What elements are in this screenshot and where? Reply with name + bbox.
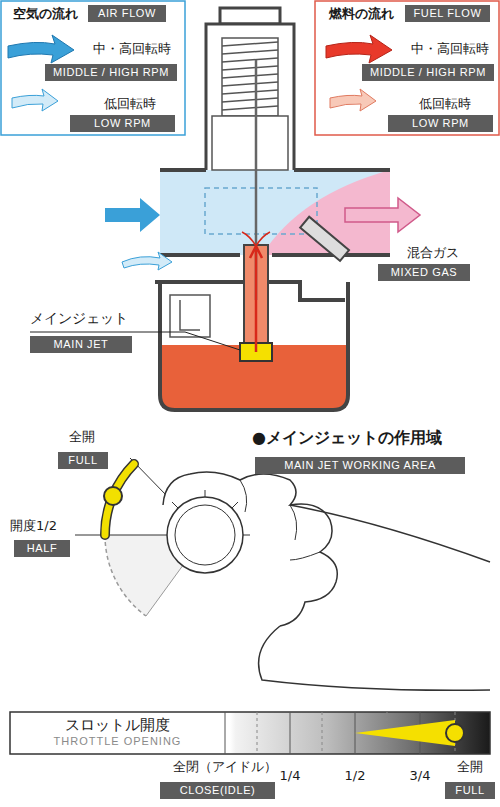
- label-tag: MAIN JET WORKING AREA: [255, 457, 465, 474]
- label-tag: FUEL FLOW: [405, 5, 490, 22]
- carburetor-body: [155, 170, 390, 410]
- slide-housing: [222, 38, 278, 116]
- throttle-scale: [355, 720, 455, 746]
- hand-illustration: [290, 505, 490, 562]
- legend-arrow: [12, 89, 58, 111]
- legend-text: 低回転時: [90, 95, 170, 113]
- hand-illustration: [175, 505, 235, 565]
- carburetor-body: [160, 253, 390, 257]
- hand-illustration: [240, 480, 320, 560]
- carburetor-body: [300, 217, 349, 261]
- legend-arrow: [326, 35, 392, 63]
- legend-frame: [315, 1, 499, 135]
- label-text: 1/4: [270, 768, 310, 783]
- label-text: 1/2: [335, 768, 375, 783]
- label-tag: MAIN JET: [30, 336, 132, 353]
- slide-housing: [206, 24, 294, 170]
- label-tag: MIDDLE / HIGH RPM: [45, 64, 177, 81]
- flow-arrow: [345, 198, 420, 232]
- throttle-scale: [10, 712, 490, 754]
- legend-text: 中・高回転時: [82, 40, 182, 58]
- throttle-band: スロットル開度THROTTLE OPENING: [10, 712, 490, 754]
- throttle-scale: [225, 712, 420, 754]
- legend-arrow: [330, 89, 376, 111]
- band-title: スロットル開度: [10, 716, 225, 735]
- hand-illustration: [104, 487, 122, 505]
- needle-jet: [242, 232, 270, 246]
- label-text: 全開: [60, 428, 104, 446]
- hand-illustration: [163, 472, 337, 626]
- carburetor-body: [160, 168, 390, 172]
- throttle-scale: [10, 712, 490, 754]
- legend-text: 中・高回転時: [400, 40, 500, 58]
- label-tag: AIR FLOW: [88, 5, 166, 22]
- hand-illustration: [105, 535, 146, 616]
- flow-arrow: [122, 252, 172, 270]
- label-text: 3/4: [400, 768, 440, 783]
- label-tag: MIDDLE / HIGH RPM: [362, 64, 494, 81]
- label-tag: LOW RPM: [388, 115, 493, 132]
- label-text: 空気の流れ: [4, 5, 86, 23]
- legend-arrow: [8, 35, 74, 63]
- needle-jet: [240, 60, 272, 361]
- label-tag: MIXED GAS: [378, 264, 470, 281]
- hand-illustration: [167, 497, 243, 573]
- hand-illustration: [172, 490, 250, 535]
- label-text: ●メインジェットの作用域: [252, 428, 498, 449]
- label-text: 燃料の流れ: [320, 5, 402, 23]
- label-text: 開度1/2: [10, 517, 90, 535]
- label-text: メインジェット: [30, 310, 150, 328]
- label-tag: HALF: [14, 540, 70, 557]
- hand-illustration: [75, 458, 490, 690]
- carburetor-body: [170, 295, 210, 337]
- label-text: 全開: [446, 758, 494, 776]
- hand-illustration: [105, 464, 134, 535]
- legend-arrow: [8, 35, 392, 111]
- label-text: 混合ガス: [388, 244, 478, 262]
- legend-frame: [1, 1, 185, 135]
- throttle-scale: [257, 712, 455, 754]
- slide-housing: [220, 8, 280, 24]
- band-subtitle: THROTTLE OPENING: [10, 735, 225, 747]
- slide-housing: [212, 116, 288, 170]
- slide-housing: [206, 8, 294, 170]
- label-tag: FULL: [445, 782, 495, 799]
- needle-jet: [250, 246, 262, 352]
- label-text: 全閉（アイドル）: [155, 758, 295, 776]
- legend-text: 低回転時: [405, 95, 485, 113]
- flow-arrow: [105, 198, 420, 270]
- throttle-scale: [446, 724, 464, 742]
- carburetor-body: [180, 300, 200, 330]
- hand-illustration: [105, 464, 134, 535]
- label-tag: CLOSE(IDLE): [160, 782, 275, 799]
- flow-arrow: [105, 198, 160, 232]
- slide-housing: [222, 42, 278, 110]
- hand-illustration: [259, 626, 490, 690]
- label-tag: FULL: [58, 452, 108, 469]
- label-tag: LOW RPM: [70, 115, 175, 132]
